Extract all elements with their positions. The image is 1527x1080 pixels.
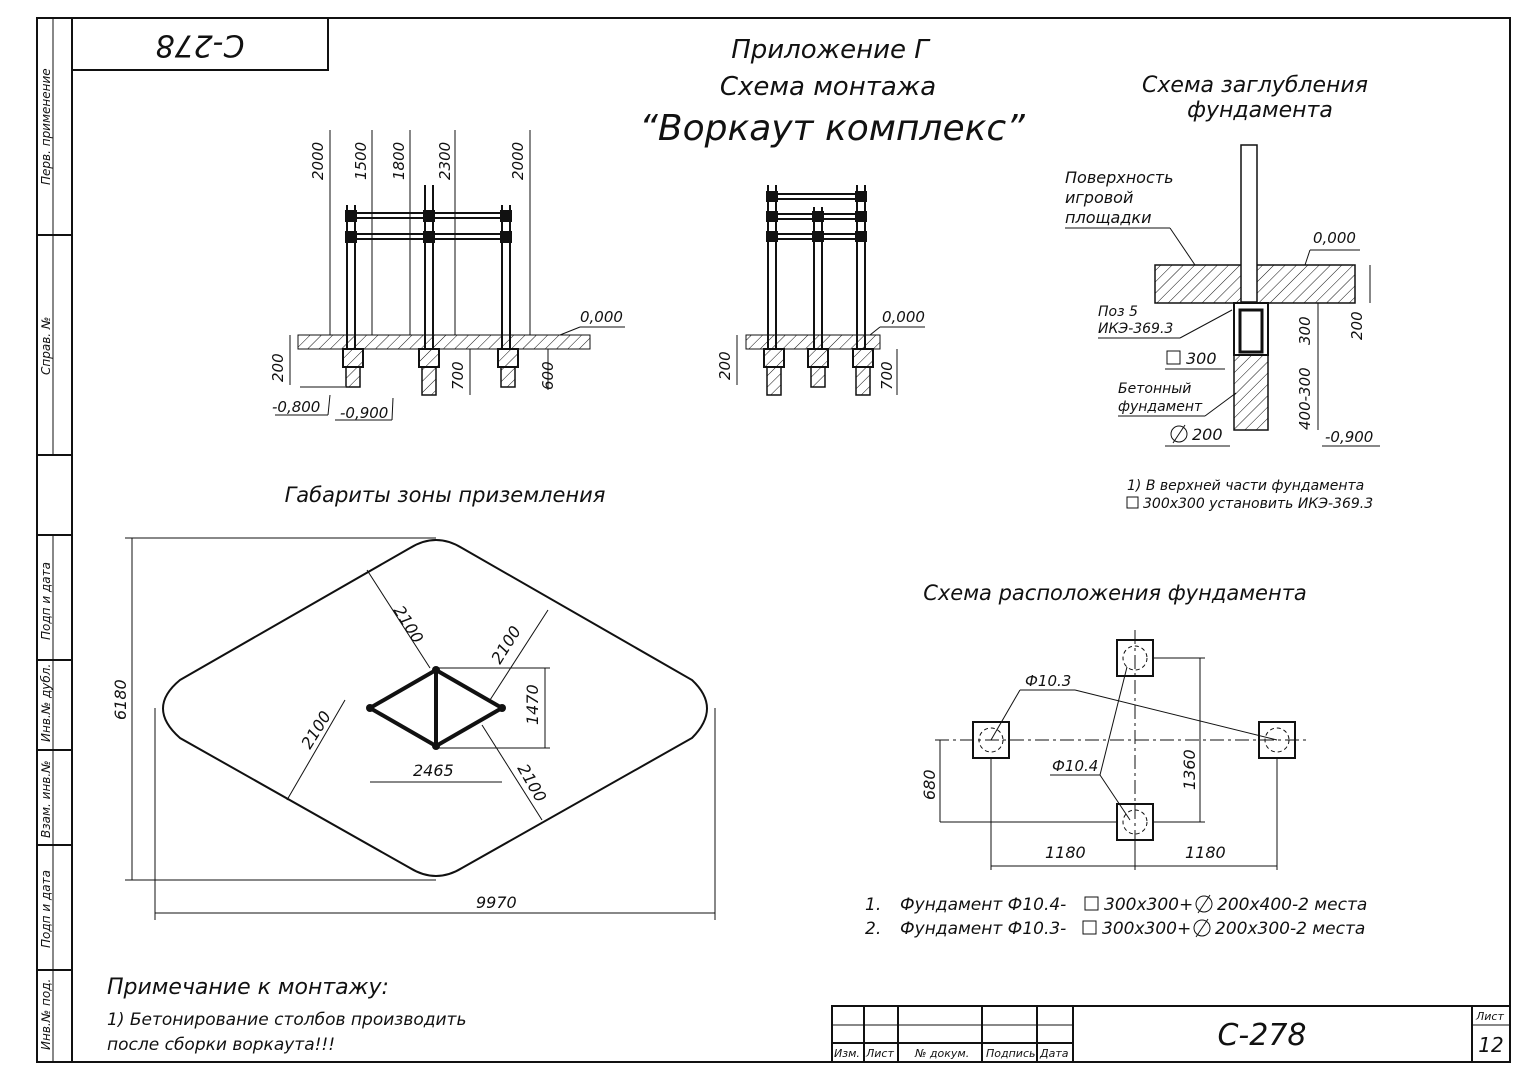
h-2000b: 2000 — [509, 142, 527, 180]
doc-code-rotated: С-278 — [155, 28, 244, 63]
side-label-6: Подп и дата — [39, 870, 53, 948]
sheet-frame — [36, 17, 1511, 1063]
title-line2: Схема монтажа — [720, 72, 936, 102]
front-elevation: 2000 1500 1800 2300 2000 0,000 200 700 6… — [269, 130, 625, 422]
stamp-data: Дата — [1039, 1047, 1069, 1060]
dim-1180b: 1180 — [1185, 843, 1226, 862]
fnd-item-1-spec: 300х300+ — [1104, 895, 1193, 915]
sq-300: 300 — [1186, 349, 1217, 368]
concrete-label-1: Бетонный — [1118, 381, 1191, 397]
landing-dim-2100a: 2100 — [390, 602, 428, 647]
landing-dim-2100c: 2100 — [297, 708, 335, 753]
front-dim-200: 200 — [269, 353, 287, 382]
title-block: Изм. Лист № докум. Подпись Дата Лист С-2… — [831, 1005, 1511, 1063]
diam-200: 200 — [1192, 425, 1223, 444]
surface-label-3: площадки — [1065, 208, 1151, 227]
landing-outline — [162, 539, 708, 877]
fnd-item-2-spec: 300х300+ — [1102, 919, 1191, 939]
fnd-item-2-num: 2. — [865, 919, 881, 939]
surface-label-1: Поверхность — [1065, 168, 1174, 187]
fnd-item-2-text: Фундамент Ф10.3- — [900, 919, 1066, 939]
depth-level: 0,000 — [1313, 229, 1356, 247]
side-label-4: Инв.№ дубл. — [39, 664, 53, 742]
stamp-list: Лист — [865, 1047, 894, 1060]
fnd-item-1-text: Фундамент Ф10.4- — [900, 895, 1066, 915]
landing-frame — [369, 668, 503, 748]
side-label-2: Справ. № — [39, 317, 53, 375]
h-1500: 1500 — [352, 142, 370, 180]
side-elevation: 0,000 200 700 — [716, 185, 925, 396]
h-2300: 2300 — [436, 142, 454, 180]
pos-label-2: ИКЭ-369.3 — [1098, 321, 1173, 337]
concrete-label-2: фундамент — [1118, 399, 1203, 415]
foundation-list: 1. Фундамент Ф10.4- 300х300+ 200х400-2 м… — [865, 894, 1367, 939]
title-line3: “Воркаут комплекс” — [639, 108, 1025, 149]
fnd-item-1-num: 1. — [865, 895, 881, 915]
landing-dim-9970: 9970 — [476, 893, 517, 912]
depth-title1: Схема заглубления — [1142, 73, 1368, 98]
foundation-title: Схема расположения фундамента — [923, 581, 1307, 605]
notes-title: Примечание к монтажу: — [107, 975, 389, 1000]
mark-0900: -0,900 — [340, 404, 388, 422]
landing-dim-1470: 1470 — [523, 684, 542, 725]
side-stamp-labels: Перв. применение Справ. № Подп и дата Ин… — [39, 68, 53, 1050]
pos-label-1: Поз 5 — [1098, 304, 1138, 320]
assembly-notes: Примечание к монтажу: 1) Бетонирование с… — [107, 975, 466, 1055]
dim-1180a: 1180 — [1045, 843, 1086, 862]
sheet-number: 12 — [1478, 1033, 1503, 1057]
main-title: Приложение Г Схема монтажа “Воркаут комп… — [639, 35, 1025, 149]
depth-title2: фундамента — [1187, 98, 1333, 123]
depth-scheme: Схема заглубления фундамента Поверхность… — [1065, 73, 1380, 512]
h-1800: 1800 — [390, 142, 408, 180]
landing-dim-2100b: 2100 — [487, 623, 525, 668]
landing-title: Габариты зоны приземления — [285, 483, 606, 507]
doc-code: С-278 — [1217, 1018, 1306, 1053]
fnd-item-2-spec2: 200х300-2 места — [1215, 919, 1365, 939]
front-dim-700: 700 — [449, 361, 467, 390]
side-label-7: Инв.№ под. — [39, 979, 53, 1050]
dim-680: 680 — [920, 769, 939, 800]
stamp-izm: Изм. — [834, 1047, 860, 1060]
landing-zone: Габариты зоны приземления 2100 2100 2100… — [111, 483, 716, 920]
stamp-sheet-label: Лист — [1475, 1010, 1504, 1023]
foundation-layout: Схема расположения фундамента — [865, 581, 1367, 939]
h-2000a: 2000 — [309, 142, 327, 180]
side-label-1: Перв. применение — [39, 68, 53, 185]
label-f104: Ф10.4 — [1052, 757, 1098, 775]
landing-dim-2465: 2465 — [413, 761, 454, 780]
side-dim-200: 200 — [716, 351, 734, 380]
depth-note-1: 1) В верхней части фундамента — [1127, 478, 1364, 494]
side-label-5: Взам. инв.№ — [39, 760, 53, 838]
landing-dim-6180: 6180 — [111, 679, 130, 720]
front-dim-600: 600 — [539, 361, 557, 390]
fnd-item-1-spec2: 200х400-2 места — [1217, 895, 1367, 915]
title-line1: Приложение Г — [731, 35, 931, 65]
depth-dim-300: 300 — [1296, 316, 1314, 345]
notes-line-1: 1) Бетонирование столбов производить — [107, 1010, 466, 1030]
mark-0800: -0,800 — [272, 398, 320, 416]
stamp-podpis: Подпись — [986, 1047, 1035, 1060]
surface-label-2: игровой — [1065, 188, 1133, 207]
front-level: 0,000 — [580, 308, 623, 326]
code-box-top — [71, 17, 329, 71]
dim-1360: 1360 — [1180, 749, 1199, 790]
side-dim-700: 700 — [878, 361, 896, 390]
side-label-3: Подп и дата — [39, 562, 53, 640]
label-f103: Ф10.3 — [1025, 672, 1071, 690]
stamp-dokum: № докум. — [914, 1047, 969, 1060]
depth-mark-0900: -0,900 — [1325, 428, 1373, 446]
side-level: 0,000 — [882, 308, 925, 326]
depth-dim-400-300: 400-300 — [1296, 367, 1314, 430]
depth-note-2: 300х300 установить ИКЭ-369.3 — [1143, 496, 1373, 512]
notes-line-2: после сборки воркаута!!! — [107, 1035, 335, 1055]
depth-dim-200: 200 — [1348, 311, 1366, 340]
